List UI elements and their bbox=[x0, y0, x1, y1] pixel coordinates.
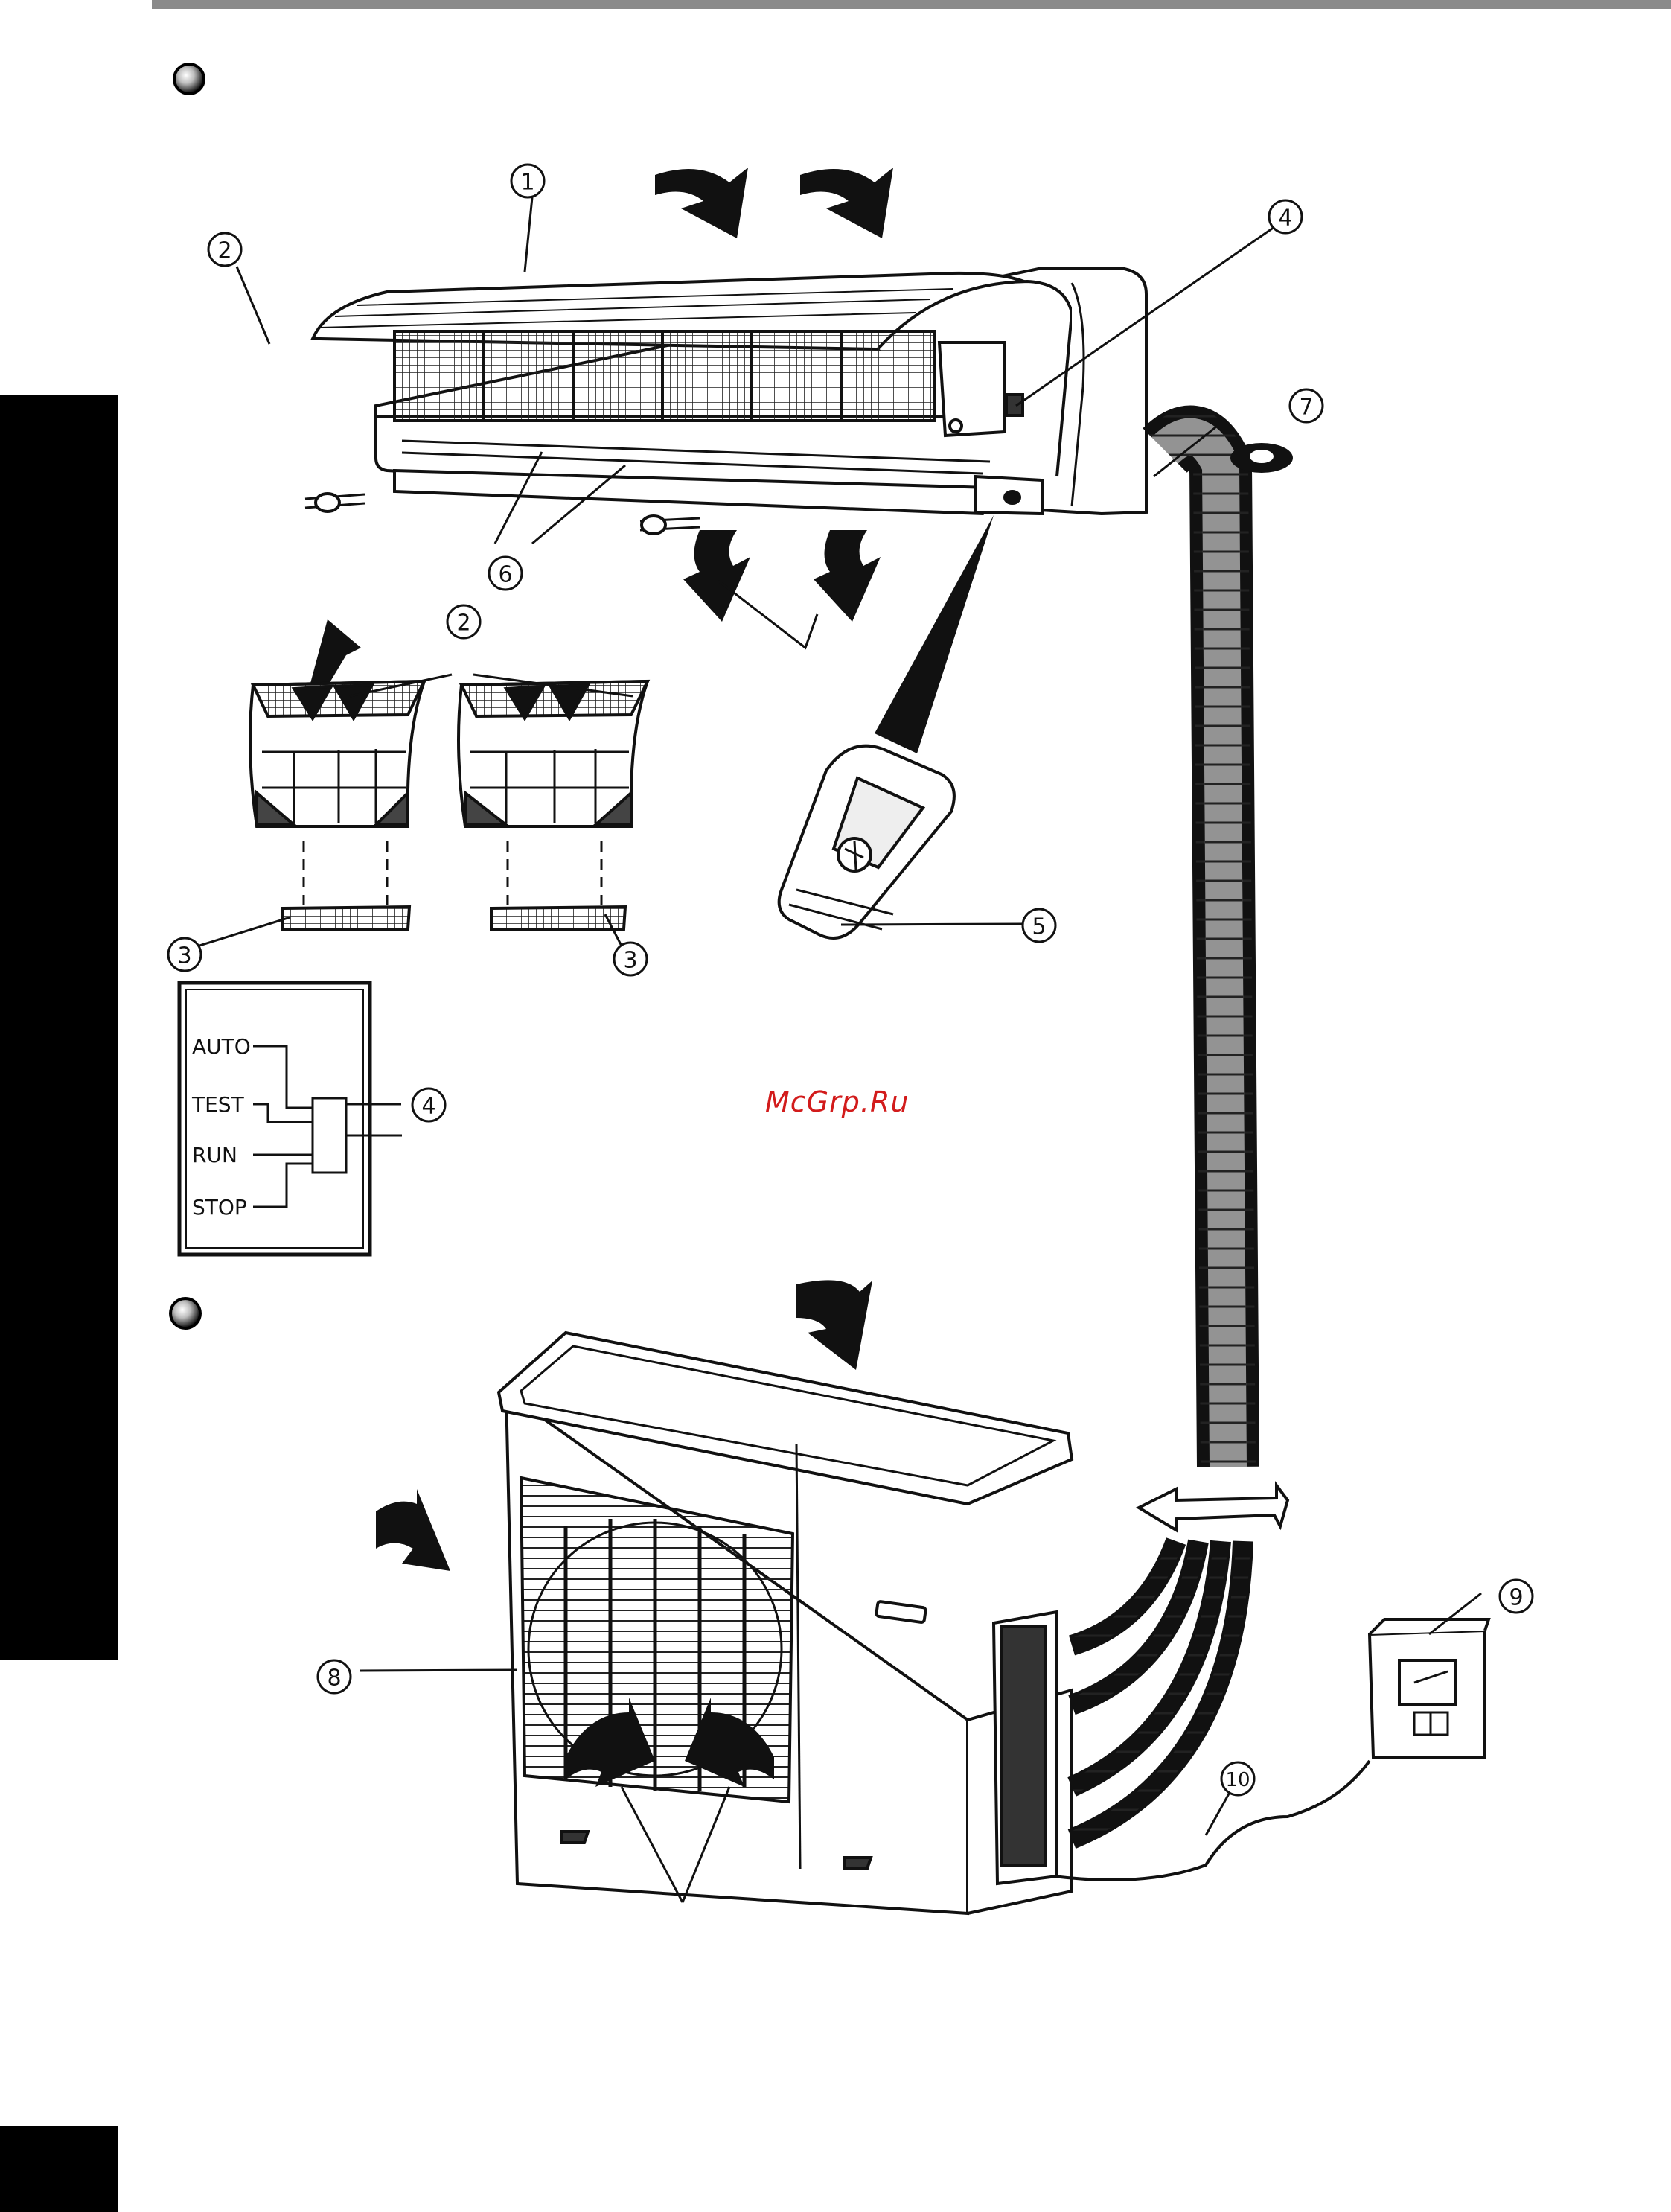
section-bullet-outdoor bbox=[170, 1298, 200, 1328]
callout-8-number: 8 bbox=[327, 1666, 341, 1692]
service-valves bbox=[1001, 1627, 1046, 1865]
callout-10: 10 bbox=[1221, 1762, 1254, 1795]
label-auto: AUTO bbox=[192, 1034, 251, 1059]
callout-7-number: 7 bbox=[1299, 395, 1313, 421]
section-bullet-indoor bbox=[174, 64, 204, 94]
mounting-screw-right bbox=[642, 516, 665, 534]
callout-10-number: 10 bbox=[1225, 1769, 1250, 1791]
mounting-screw-left bbox=[316, 494, 339, 511]
callout-2b: 2 bbox=[447, 605, 480, 638]
outdoor-unit bbox=[499, 1333, 1072, 1913]
air-filter-right bbox=[459, 681, 648, 929]
circuit-breaker bbox=[1370, 1619, 1489, 1757]
callout-9-number: 9 bbox=[1509, 1585, 1523, 1611]
callout-3a-number: 3 bbox=[177, 943, 191, 969]
callout-2-number: 2 bbox=[217, 238, 231, 264]
front-grille bbox=[394, 331, 934, 421]
callout-4-number: 4 bbox=[1278, 205, 1292, 232]
callout-5-number: 5 bbox=[1032, 914, 1046, 940]
callout-3b-number: 3 bbox=[623, 948, 637, 974]
watermark: McGrp.Ru bbox=[765, 1086, 909, 1118]
air-filter-left bbox=[250, 681, 424, 929]
refrigerant-pipes bbox=[1072, 1541, 1243, 1839]
filter-dashes bbox=[304, 841, 601, 905]
callout-4: 4 bbox=[1269, 200, 1302, 233]
remote-controller bbox=[779, 746, 954, 938]
double-arrow bbox=[1139, 1485, 1288, 1530]
drain-hose bbox=[1165, 437, 1293, 1467]
callout-1-number: 1 bbox=[520, 170, 534, 196]
callout-8: 8 bbox=[318, 1660, 351, 1693]
callout-2b-number: 2 bbox=[456, 611, 470, 637]
callout-3b: 3 bbox=[614, 943, 647, 975]
callout-9: 9 bbox=[1500, 1580, 1533, 1613]
callout-6: 6 bbox=[489, 557, 522, 590]
callout-5: 5 bbox=[1023, 909, 1055, 942]
callout-7: 7 bbox=[1290, 389, 1323, 422]
callout-1: 1 bbox=[511, 165, 544, 197]
ir-beam bbox=[875, 515, 994, 753]
label-stop: STOP bbox=[192, 1195, 247, 1220]
indoor-unit bbox=[305, 268, 1146, 534]
callout-6-number: 6 bbox=[498, 562, 512, 588]
callout-4b-number: 4 bbox=[421, 1094, 435, 1120]
label-run: RUN bbox=[192, 1143, 237, 1167]
callout-3a: 3 bbox=[168, 938, 201, 971]
label-test: TEST bbox=[191, 1092, 245, 1117]
callout-2: 2 bbox=[208, 233, 241, 266]
callout-4b: 4 bbox=[412, 1089, 445, 1121]
